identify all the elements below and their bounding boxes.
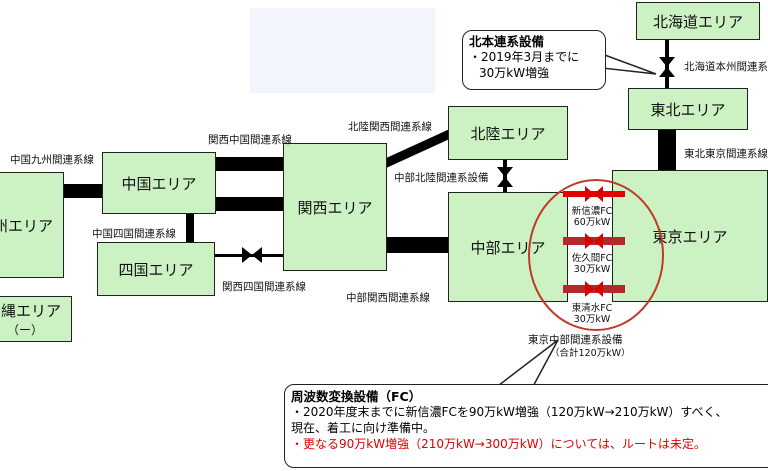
label-tokyo-chubu: 東京中部間連系設備 — [528, 334, 623, 346]
area-label: 北海道エリア — [652, 12, 743, 31]
link-chugoku-shikoku — [186, 213, 194, 243]
fc-capacity: 60万kW — [573, 217, 611, 228]
area-label: 中国エリア — [121, 174, 197, 193]
area-kansai: 関西エリア — [283, 143, 387, 271]
callout-fc: 周波数変換設備（FC） ・2020年度末までに新信濃FCを90万kW増強（120… — [284, 384, 768, 468]
fc-capacity: 30万kW — [573, 264, 611, 275]
fc-bowtie-icon-3 — [585, 281, 603, 297]
callout-fc-line2: 現在、着工に向け準備中。 — [291, 421, 436, 435]
area-hokkaido: 北海道エリア — [636, 2, 760, 40]
area-label: 北陸エリア — [470, 124, 546, 143]
link-chugoku-kyushu — [62, 184, 104, 198]
area-label: 東北エリア — [650, 100, 726, 119]
link-kansai-chugoku-lower — [214, 197, 284, 211]
area-chugoku: 中国エリア — [102, 152, 216, 214]
label-chubu-kansai: 中部関西間連系線 — [346, 292, 430, 304]
fc-label-sakuma: 佐久間FC 30万kW — [562, 253, 622, 275]
label-chubu-hokuriku: 中部北陸間連系設備 — [394, 172, 489, 184]
area-label: 縄エリア — [0, 302, 61, 320]
bowtie-icon-chubu-hokuriku — [497, 167, 513, 187]
link-tohoku-tokyo — [658, 130, 676, 172]
callout-north-title: 北本連系設備 — [469, 34, 545, 49]
callout-fc-line3: ・更なる90万kW増強（210万kW→300万kW）については、ルートは未定。 — [291, 437, 706, 451]
callout-north-line2: 30万kW増強 — [479, 66, 550, 80]
fc-bowtie-icon-1 — [585, 186, 603, 202]
fc-name: 新信濃FC — [571, 206, 613, 217]
fc-capacity: 30万kW — [573, 314, 611, 325]
label-tohoku-tokyo: 東北東京間連系線 — [684, 148, 768, 160]
link-hokuriku-kansai — [382, 127, 456, 169]
area-tokyo: 東京エリア — [612, 170, 768, 302]
link-kansai-chugoku-upper — [214, 157, 284, 171]
area-sublabel: （ー） — [6, 323, 43, 337]
callout-pointer-north — [601, 52, 657, 75]
label-chugoku-kyushu: 中国九州間連系線 — [10, 154, 94, 166]
area-label: 中部エリア — [470, 238, 546, 257]
label-kansai-chugoku: 関西中国間連系線 — [208, 134, 292, 146]
area-tohoku: 東北エリア — [628, 88, 748, 130]
area-okinawa: 縄エリア （ー） — [0, 296, 72, 342]
callout-north: 北本連系設備 ・2019年3月までに 30万kW増強 — [462, 30, 606, 90]
area-hokuriku: 北陸エリア — [448, 106, 568, 160]
label-hokuriku-kansai: 北陸関西間連系線 — [348, 121, 432, 133]
label-tokyo-chubu-total: （合計120万kW） — [550, 348, 631, 359]
fc-bowtie-icon-2 — [585, 233, 603, 249]
area-label: 東京エリア — [652, 227, 728, 246]
area-shikoku: 四国エリア — [97, 242, 215, 296]
fc-highlight-ellipse — [528, 179, 664, 331]
label-kansai-shikoku: 関西四国間連系線 — [222, 281, 306, 293]
bowtie-icon-hokkaido-honshu — [659, 57, 675, 77]
bowtie-icon-kansai-shikoku — [242, 247, 262, 263]
label-chugoku-shikoku: 中国四国間連系線 — [92, 228, 176, 240]
area-label: 州エリア — [0, 216, 53, 235]
background-artifact — [250, 8, 435, 93]
area-label: 関西エリア — [297, 198, 373, 217]
area-kyushu: 州エリア — [0, 172, 64, 278]
link-chubu-kansai — [385, 237, 450, 253]
area-label: 四国エリア — [118, 260, 194, 279]
fc-name: 佐久間FC — [571, 253, 613, 264]
callout-north-line1: ・2019年3月までに — [469, 50, 580, 64]
fc-label-higashi-shimizu: 東清水FC 30万kW — [562, 303, 622, 325]
fc-label-shinshinano: 新信濃FC 60万kW — [562, 206, 622, 228]
callout-fc-title: 周波数変換設備（FC） — [291, 389, 422, 404]
callout-fc-line1: ・2020年度末までに新信濃FCを90万kW増強（120万kW→210万kW）す… — [291, 405, 728, 419]
area-chubu: 中部エリア — [448, 192, 568, 302]
label-hokkaido-honshu: 北海道本州間連系 — [684, 61, 768, 73]
fc-name: 東清水FC — [571, 303, 613, 314]
